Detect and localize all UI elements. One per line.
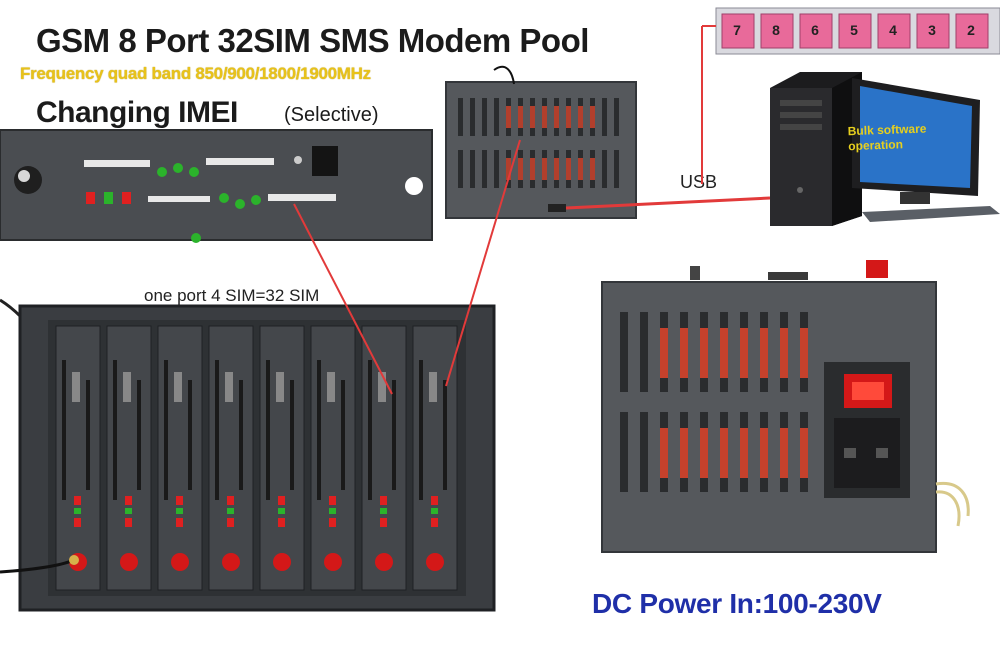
reset-button-image xyxy=(120,553,138,571)
imei-note: (Selective) xyxy=(284,104,379,126)
power-label: DC Power In:100-230V xyxy=(592,588,882,619)
frequency-subtitle: Frequency quad band 850/900/1800/1900MHz xyxy=(20,64,371,83)
reset-button-image xyxy=(426,553,444,571)
keyboard-key xyxy=(799,13,833,49)
reset-button-image xyxy=(273,553,291,571)
keyboard-key-label: 8 xyxy=(772,22,780,38)
keyboard-key-label: 7 xyxy=(733,22,741,38)
keyboard-key-label: 4 xyxy=(889,22,897,38)
reset-button-image xyxy=(222,553,240,571)
modem-unit-top xyxy=(445,81,637,219)
keyboard-key-label: 2 xyxy=(967,22,975,38)
keyboard-key xyxy=(916,13,950,49)
keyboard-key-label: 3 xyxy=(928,22,936,38)
keyboard-key xyxy=(838,13,872,49)
usb-label: USB xyxy=(680,172,718,192)
product-title: GSM 8 Port 32SIM SMS Modem Pool xyxy=(36,22,589,59)
keyboard-key xyxy=(877,13,911,49)
reset-button-image xyxy=(324,553,342,571)
reset-button-image xyxy=(171,553,189,571)
keyboard-key-label: 6 xyxy=(811,22,819,38)
keyboard-key xyxy=(721,13,755,49)
power-supply-image xyxy=(601,260,970,553)
monitor-image xyxy=(852,78,1000,222)
keyboard-key xyxy=(955,13,989,49)
keyboard-key-label: 5 xyxy=(850,22,858,38)
reset-button-image xyxy=(375,553,393,571)
keyboard-image xyxy=(715,7,1000,55)
modem-pool-chassis xyxy=(0,304,496,612)
keyboard-key xyxy=(760,13,794,49)
imei-label: Changing IMEI xyxy=(36,96,238,129)
monitor-screen-text: Bulk software operation xyxy=(847,121,927,154)
cables xyxy=(293,25,771,395)
front-panel-image xyxy=(0,129,433,243)
port-sim-note: one port 4 SIM=32 SIM xyxy=(144,286,320,305)
